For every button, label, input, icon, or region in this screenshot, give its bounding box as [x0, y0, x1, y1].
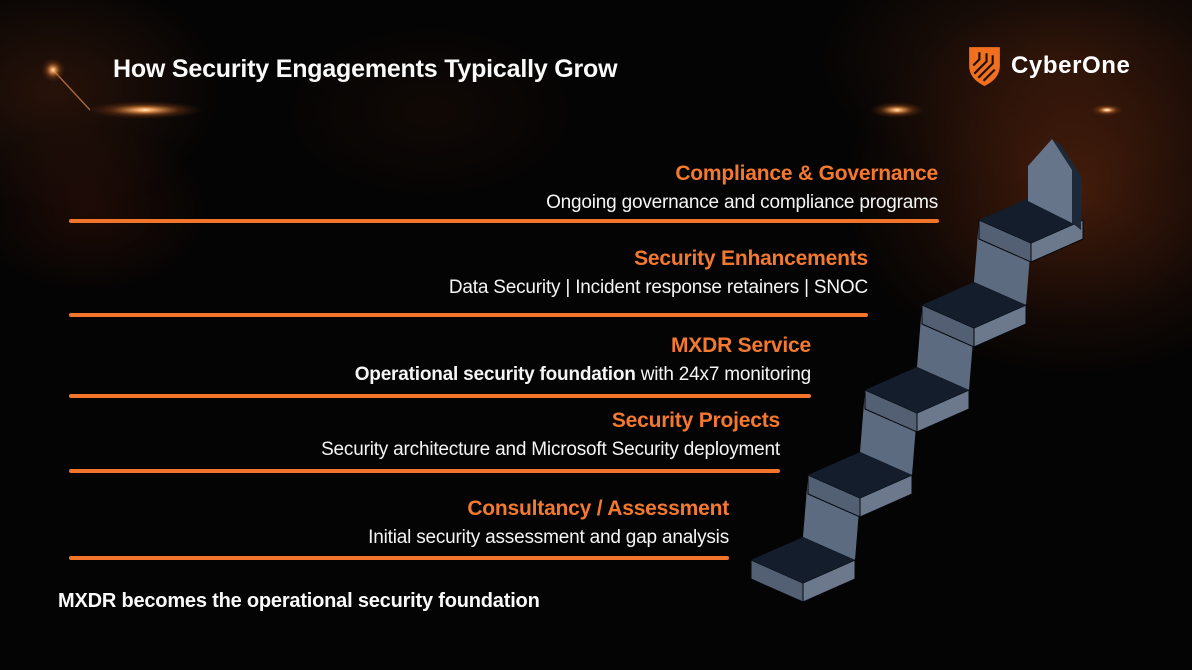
tier-compliance-governance: Compliance & Governance Ongoing governan… — [0, 160, 938, 215]
step-2 — [807, 452, 913, 518]
tier-subtitle: Initial security assessment and gap anal… — [368, 527, 729, 548]
tier-security-enhancements: Security Enhancements Data Security | In… — [0, 245, 868, 300]
tier-subtitle: Ongoing governance and compliance progra… — [546, 192, 938, 213]
tier-subtitle-rest: with 24x7 monitoring — [635, 364, 811, 385]
tier-subtitle: Security architecture and Microsoft Secu… — [321, 439, 780, 460]
tier-subtitle-bold: Operational security foundation — [354, 364, 636, 385]
tier-mxdr-service: MXDR Service Operational security founda… — [0, 332, 811, 387]
cyberone-logo: CyberOne — [966, 44, 1166, 88]
page-title: How Security Engagements Typically Grow — [113, 55, 618, 83]
tier-subtitle: Operational security foundation with 24x… — [0, 362, 811, 387]
tier-subtitle: Data Security | Incident response retain… — [448, 277, 868, 298]
tier-underline — [69, 469, 780, 473]
tier-underline — [69, 313, 868, 317]
tier-title: MXDR Service — [671, 334, 811, 357]
tier-underline — [69, 394, 811, 398]
tier-title: Consultancy / Assessment — [467, 497, 729, 520]
tier-underline — [69, 219, 939, 223]
logo-wordmark: CyberOne — [1011, 52, 1131, 79]
tier-title: Security Enhancements — [634, 247, 868, 270]
step-3 — [864, 367, 970, 433]
arrow-up-icon — [1028, 139, 1081, 230]
tier-title: Compliance & Governance — [675, 162, 938, 185]
logo-shield-icon — [969, 47, 1000, 86]
tier-security-projects: Security Projects Security architecture … — [0, 407, 780, 462]
tier-consultancy-assessment: Consultancy / Assessment Initial securit… — [0, 495, 729, 550]
footer-statement: MXDR becomes the operational security fo… — [58, 590, 540, 612]
step-4 — [921, 282, 1027, 348]
staircase-graphic — [750, 139, 1084, 603]
step-1 — [750, 537, 856, 603]
tier-title: Security Projects — [611, 409, 780, 432]
tier-underline — [69, 556, 729, 560]
